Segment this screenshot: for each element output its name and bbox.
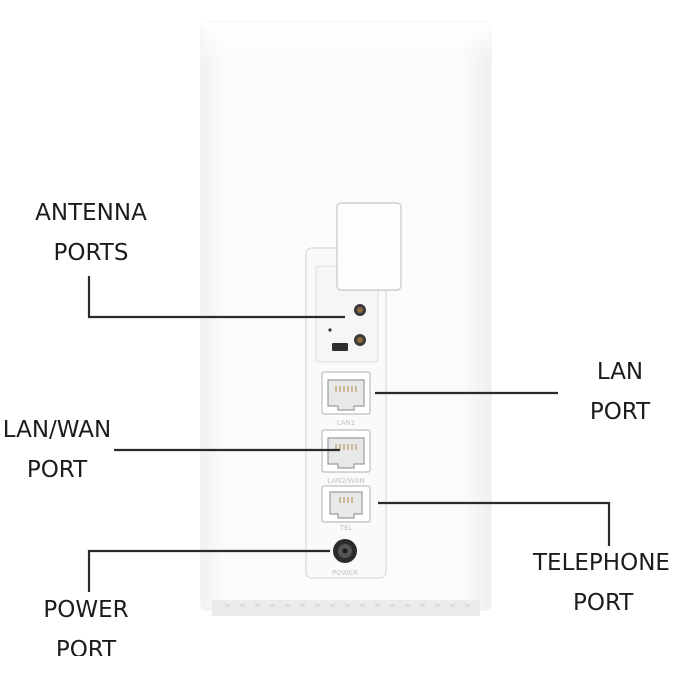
antenna-cover (336, 202, 402, 291)
antenna-connector-1 (354, 304, 366, 316)
lan-wan-port-label: LAN/WAN PORT (2, 417, 112, 483)
telephone-port-label: TELEPHONE PORT (533, 550, 670, 616)
lan-wan-port-marking: LAN2/WAN (327, 477, 364, 485)
vent-slots (225, 604, 470, 607)
power-leader-line (87, 549, 330, 592)
lan-port-marking: LAN1 (337, 419, 356, 427)
antenna-leader-line (87, 276, 345, 319)
sim-slot (332, 343, 348, 351)
antenna-ports-label: ANTENNA PORTS (35, 200, 147, 266)
telephone-port-graphic (321, 485, 371, 523)
lan-port-label: LAN PORT (589, 359, 651, 425)
power-port-marking: POWER (332, 569, 358, 577)
antenna-connector-2 (354, 334, 366, 346)
lan-port-graphic (321, 371, 371, 415)
power-jack-graphic (333, 539, 357, 563)
telephone-leader-line (378, 501, 611, 546)
reset-pinhole (328, 328, 332, 332)
lan-wan-port-graphic (321, 429, 371, 473)
power-port-label: POWER PORT (43, 597, 129, 656)
tel-port-marking: TEL (339, 524, 353, 532)
router-base (212, 600, 480, 616)
